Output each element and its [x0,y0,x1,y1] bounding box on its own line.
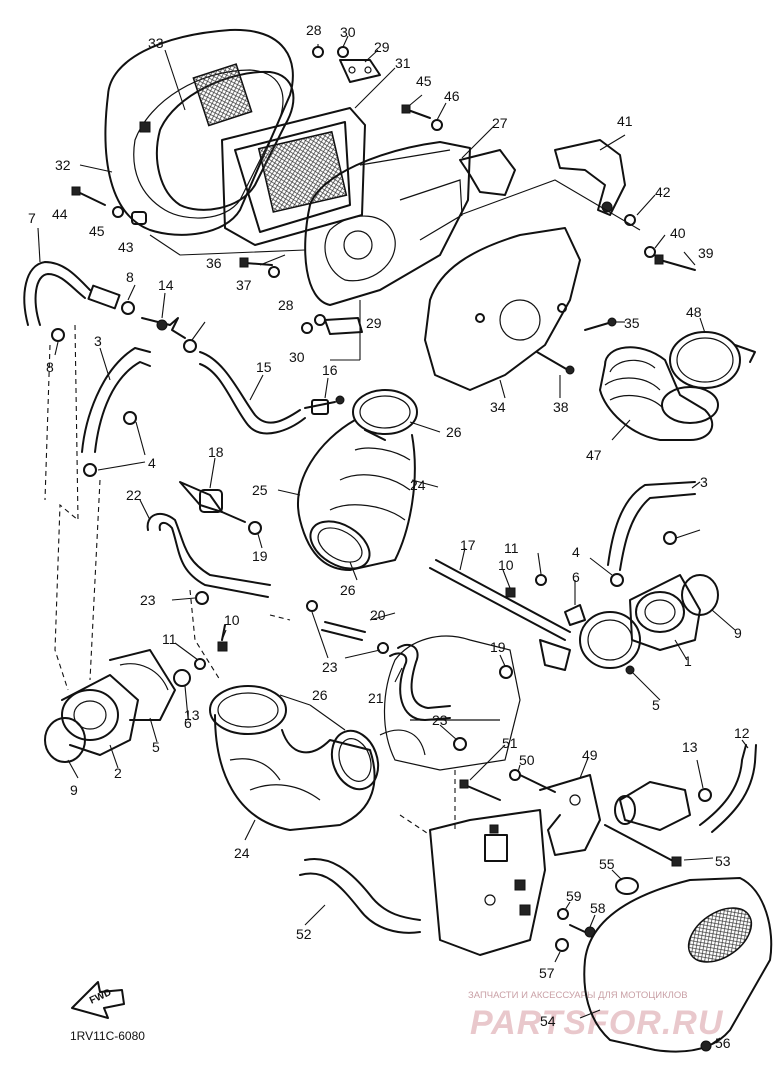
callout-27: 27 [492,115,508,131]
left-hoses [23,227,345,691]
callout-30: 30 [340,24,356,40]
engine-outline [379,635,521,771]
callout-29: 29 [374,39,390,55]
callout-19: 19 [252,548,268,564]
callout-54: 54 [540,1013,556,1029]
callout-9: 9 [734,625,742,641]
callout-43: 43 [118,239,134,255]
lower-right-cover [579,877,773,1053]
callout-7: 7 [28,210,36,226]
diagram-part-code: 1RV11C-6080 [70,1029,145,1043]
callout-14: 14 [158,277,174,293]
callout-48: 48 [686,304,702,320]
callout-44: 44 [52,206,68,222]
callout-39: 39 [698,245,714,261]
callout-26: 26 [312,687,328,703]
fwd-arrow-icon: FWD [71,981,125,1019]
callout-35: 35 [624,315,640,331]
center-hoses [139,457,467,751]
callout-40: 40 [670,225,686,241]
callout-42: 42 [655,184,671,200]
callout-3: 3 [94,333,102,349]
callout-56: 56 [715,1035,731,1051]
callout-19: 19 [490,639,506,655]
callout-34: 34 [490,399,506,415]
callout-41: 41 [617,113,633,129]
callout-6: 6 [184,715,192,731]
callout-59: 59 [566,888,582,904]
callout-28: 28 [278,297,294,313]
callout-13: 13 [184,707,200,723]
callout-47: 47 [586,447,602,463]
left-carburetor [44,649,191,779]
callout-22: 22 [126,487,142,503]
callout-8: 8 [126,269,134,285]
callout-16: 16 [322,362,338,378]
right-carburetor [429,481,736,701]
callout-5: 5 [152,739,160,755]
callout-53: 53 [715,853,731,869]
callout-33: 33 [148,35,164,51]
callout-11: 11 [162,631,177,647]
callout-28: 28 [306,22,322,38]
callout-23: 23 [322,659,338,675]
callout-11: 11 [504,540,519,556]
callout-8: 8 [46,359,54,375]
callout-18: 18 [208,444,224,460]
callout-5: 5 [652,697,660,713]
upper-intake-joint [277,389,441,581]
callout-29: 29 [366,315,382,331]
callout-32: 32 [55,157,71,173]
callout-20: 20 [370,607,386,623]
callout-23: 23 [140,592,156,608]
callout-37: 37 [236,277,252,293]
callout-15: 15 [256,359,272,375]
callout-45: 45 [89,223,105,239]
callout-25: 25 [252,482,268,498]
callout-26: 26 [340,582,356,598]
air-cleaner-cover [71,28,516,361]
lower-bracket-assembly [299,739,757,963]
intake-joint-right [599,317,756,441]
callout-58: 58 [590,900,606,916]
callout-4: 4 [572,544,580,560]
callout-24: 24 [234,845,250,861]
watermark: ЗАПЧАСТИ И АКСЕССУАРЫ ДЛЯ МОТОЦИКЛОВ PAR… [468,990,723,1042]
callout-49: 49 [582,747,598,763]
callout-10: 10 [498,557,514,573]
callout-51: 51 [502,735,518,751]
callout-36: 36 [206,255,222,271]
callout-13: 13 [682,739,698,755]
callout-17: 17 [460,537,476,553]
callout-57: 57 [539,965,555,981]
side-cover-group [424,134,696,399]
callout-1: 1 [684,653,692,669]
callout-26: 26 [446,424,462,440]
callout-46: 46 [444,88,460,104]
callout-12: 12 [734,725,750,741]
callout-50: 50 [519,752,535,768]
callout-21: 21 [368,690,384,706]
fwd-label: FWD [88,987,113,1007]
callout-3: 3 [700,474,708,490]
watermark-tagline: ЗАПЧАСТИ И АКСЕССУАРЫ ДЛЯ МОТОЦИКЛОВ [468,990,688,1001]
callout-30: 30 [289,349,305,365]
callout-2: 2 [114,765,122,781]
callout-31: 31 [395,55,411,71]
callout-45: 45 [416,73,432,89]
callout-6: 6 [572,569,580,585]
lower-intake-joint [209,685,380,841]
callout-23: 23 [432,712,448,728]
callout-24: 24 [410,477,426,493]
callout-9: 9 [70,782,78,798]
callout-52: 52 [296,926,312,942]
callout-10: 10 [224,612,240,628]
callout-38: 38 [553,399,569,415]
callout-55: 55 [599,856,615,872]
callout-4: 4 [148,455,156,471]
